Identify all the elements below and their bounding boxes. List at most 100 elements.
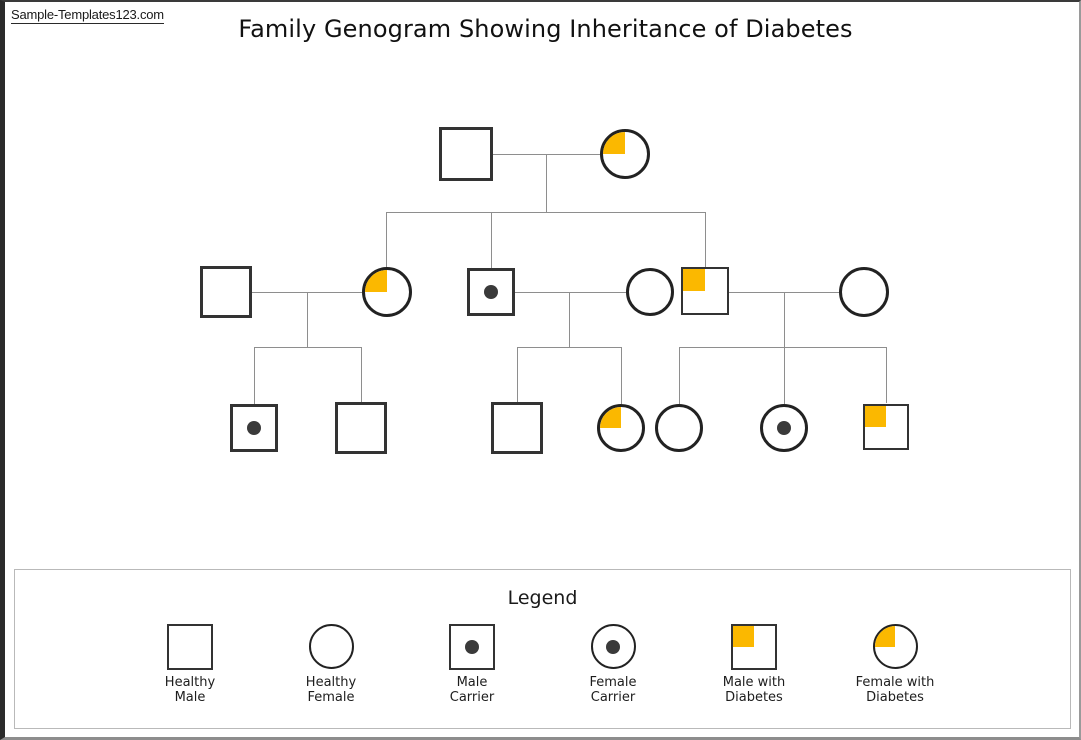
male-symbol bbox=[467, 268, 515, 316]
carrier-dot bbox=[247, 421, 261, 435]
diabetes-quadrant-fill bbox=[733, 626, 754, 647]
female-symbol bbox=[362, 267, 412, 317]
generation2-son-carrier[interactable] bbox=[467, 268, 515, 316]
male-symbol bbox=[439, 127, 493, 181]
diabetes-quadrant-fill bbox=[683, 269, 705, 291]
male-symbol bbox=[200, 266, 252, 318]
female-symbol bbox=[626, 268, 674, 316]
generation2-male-spouse-left[interactable] bbox=[200, 266, 252, 318]
generation1-female[interactable] bbox=[600, 129, 650, 179]
generation3-male-diabetes[interactable] bbox=[863, 404, 909, 450]
female-symbol bbox=[600, 129, 650, 179]
generation3-female-carrier[interactable] bbox=[760, 404, 808, 452]
diabetes-quadrant-fill bbox=[874, 626, 895, 647]
male-symbol bbox=[491, 402, 543, 454]
healthy-male-icon bbox=[164, 622, 216, 670]
male-symbol bbox=[449, 624, 495, 670]
female-symbol bbox=[839, 267, 889, 317]
female-symbol bbox=[597, 404, 645, 452]
generation3-male-healthy-1[interactable] bbox=[335, 402, 387, 454]
male-symbol bbox=[230, 404, 278, 452]
diabetes-quadrant-fill bbox=[603, 132, 625, 154]
sibship-bar-gen2 bbox=[386, 212, 706, 213]
generation3-female-diabetes[interactable] bbox=[597, 404, 645, 452]
male-symbol bbox=[681, 267, 729, 315]
male-symbol bbox=[863, 404, 909, 450]
generation1-male[interactable] bbox=[439, 127, 493, 181]
female-with-diabetes-icon bbox=[869, 622, 921, 670]
male-symbol bbox=[335, 402, 387, 454]
child-drop-g3b bbox=[361, 347, 362, 402]
child-drop-g3f bbox=[784, 347, 785, 404]
sibling-drop-g2f1 bbox=[386, 212, 387, 268]
carrier-dot bbox=[606, 639, 620, 654]
generation3-male-healthy-2[interactable] bbox=[491, 402, 543, 454]
male-with-diabetes-icon bbox=[728, 622, 780, 670]
legend-label-line1: Healthy bbox=[305, 675, 357, 690]
watermark-text: Sample-Templates123.com bbox=[11, 7, 164, 24]
child-drop-g3c bbox=[517, 347, 518, 402]
descent-line-couple-left bbox=[307, 292, 308, 347]
legend-title: Legend bbox=[507, 587, 578, 609]
page-title: Family Genogram Showing Inheritance of D… bbox=[238, 15, 853, 43]
generation2-daughter-diabetes[interactable] bbox=[362, 267, 412, 317]
legend-label-line2: Male bbox=[174, 689, 206, 705]
descent-line-gen1 bbox=[546, 154, 547, 212]
female-symbol bbox=[590, 624, 636, 669]
generation3-male-carrier[interactable] bbox=[230, 404, 278, 452]
legend-label-line1: Male bbox=[456, 675, 488, 690]
sibling-drop-g2m2 bbox=[491, 212, 492, 269]
generation2-female-spouse-right[interactable] bbox=[839, 267, 889, 317]
generation2-son-diabetes[interactable] bbox=[681, 267, 729, 315]
legend-label-line1: Female bbox=[589, 675, 637, 690]
descent-line-couple-middle bbox=[569, 292, 570, 347]
diabetes-quadrant-fill bbox=[865, 406, 886, 427]
male-symbol bbox=[167, 624, 213, 670]
legend-label-line2: Diabetes bbox=[725, 689, 783, 705]
legend-label-line2: Carrier bbox=[590, 689, 636, 705]
child-drop-g3a bbox=[254, 347, 255, 404]
generation3-female-healthy[interactable] bbox=[655, 404, 703, 452]
female-symbol bbox=[308, 624, 354, 669]
diabetes-quadrant-fill bbox=[365, 270, 387, 292]
generation2-female-spouse-middle[interactable] bbox=[626, 268, 674, 316]
carrier-dot bbox=[465, 640, 479, 654]
diabetes-quadrant-fill bbox=[600, 407, 621, 428]
male-symbol bbox=[731, 624, 777, 670]
legend-label-line2: Carrier bbox=[449, 689, 495, 705]
legend-label-line2: Female bbox=[307, 689, 355, 705]
sibship-bar-left bbox=[254, 347, 362, 348]
carrier-dot bbox=[484, 285, 498, 299]
sibship-bar-right bbox=[679, 347, 887, 348]
union-line-couple-middle bbox=[515, 292, 626, 293]
child-drop-g3d bbox=[621, 347, 622, 404]
female-carrier-icon bbox=[587, 622, 639, 670]
female-symbol bbox=[655, 404, 703, 452]
legend-label-line1: Male with bbox=[722, 675, 786, 690]
child-drop-g3e bbox=[679, 347, 680, 404]
healthy-female-icon bbox=[305, 622, 357, 670]
male-carrier-icon bbox=[446, 622, 498, 670]
descent-line-couple-right bbox=[784, 292, 785, 347]
legend-label-line1: Healthy bbox=[164, 675, 216, 690]
child-drop-g3g bbox=[886, 347, 887, 403]
genogram-canvas bbox=[5, 2, 1081, 562]
sibling-drop-g2m3 bbox=[705, 212, 706, 268]
legend-label-line1: Female with bbox=[855, 675, 935, 690]
carrier-dot bbox=[777, 421, 791, 435]
female-symbol bbox=[760, 404, 808, 452]
